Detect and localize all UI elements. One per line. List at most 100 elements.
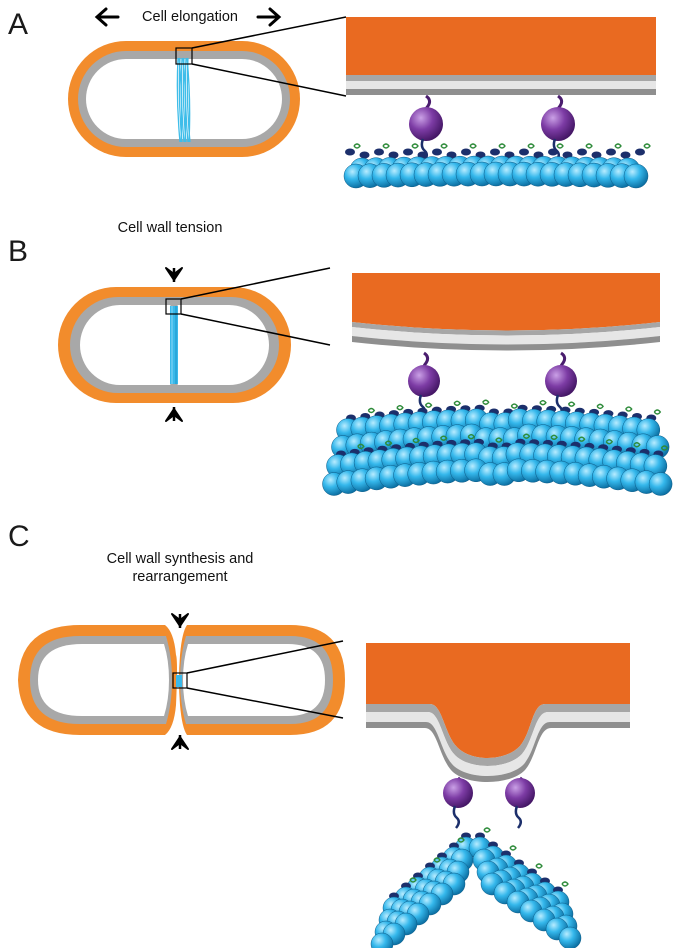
- green-accent: [605, 439, 614, 445]
- green-accent: [509, 845, 517, 851]
- filament-subunit-icon: [558, 926, 582, 948]
- motor-protein-icon: [443, 778, 473, 808]
- green-accent: [482, 399, 490, 405]
- green-accent: [596, 403, 604, 410]
- green-accent: [633, 442, 641, 448]
- panel-label-c: C: [8, 520, 30, 553]
- panel-label-b: B: [8, 235, 29, 268]
- zoom-box-b: [165, 298, 182, 315]
- linker-dot: [359, 151, 370, 159]
- filament-subunit-icon: [623, 163, 649, 189]
- caption-b: Cell wall tension: [117, 220, 223, 236]
- green-accent: [556, 143, 564, 149]
- filament-b: [322, 399, 673, 496]
- filament-a: [343, 143, 651, 189]
- green-accent: [561, 881, 569, 887]
- green-accent: [660, 445, 669, 451]
- elongation-arrows-icon: [94, 7, 282, 27]
- zoom-box-c: [172, 672, 188, 689]
- contractile-ring-b: [170, 306, 178, 384]
- green-accent: [469, 143, 477, 149]
- green-accent: [384, 440, 393, 446]
- caption-a: Cell elongation: [142, 9, 238, 25]
- green-accent: [483, 827, 491, 833]
- green-accent: [498, 143, 506, 149]
- green-accent: [625, 406, 633, 412]
- motor-protein-icon: [505, 778, 535, 808]
- pinch-arrow-top-c-icon: [171, 613, 189, 628]
- linker-dot: [591, 151, 602, 159]
- motor-proteins-a: [409, 94, 575, 162]
- green-accent: [578, 436, 586, 442]
- green-accent: [440, 143, 448, 149]
- linker-dot: [577, 148, 587, 156]
- linker-dot: [388, 151, 399, 159]
- motor-protein-icon: [541, 107, 575, 141]
- pinch-arrow-top-icon: [165, 267, 183, 282]
- green-accent: [522, 433, 531, 439]
- green-accent: [409, 877, 417, 883]
- zoom-lines-c: [186, 640, 344, 719]
- green-accent: [453, 400, 461, 407]
- green-accent: [367, 407, 376, 414]
- green-accent: [539, 400, 547, 406]
- pinch-arrow-bottom-icon: [165, 407, 183, 422]
- linker-dot: [345, 148, 355, 156]
- cell-c: [18, 625, 345, 735]
- linker-dot: [461, 148, 471, 156]
- motor-protein-icon: [408, 365, 440, 397]
- green-accent: [412, 437, 420, 444]
- motor-protein-icon: [545, 365, 577, 397]
- motor-proteins-c: [443, 776, 535, 829]
- linker-dot: [548, 148, 558, 156]
- caption-c-line-1: Cell wall synthesis and: [106, 551, 254, 567]
- zoom-wall-b: [352, 273, 660, 351]
- motor-linker: [514, 805, 522, 829]
- green-accent: [467, 434, 476, 440]
- linker-dot: [635, 148, 645, 156]
- caption-c: Cell wall synthesis and rearrangement: [70, 550, 290, 586]
- linker-dot: [374, 148, 384, 156]
- caption-c-line-2: rearrangement: [132, 569, 228, 586]
- contractile-ring-c: [176, 675, 182, 687]
- green-accent: [653, 409, 662, 415]
- green-accent: [535, 863, 543, 869]
- linker-dot: [606, 148, 616, 156]
- linker-dot: [620, 151, 631, 159]
- linker-dot: [490, 148, 500, 156]
- pinch-arrow-bottom-c-icon: [171, 735, 189, 750]
- green-accent: [396, 404, 404, 411]
- linker-dot: [403, 148, 413, 156]
- zoom-lines-a: [191, 16, 347, 97]
- green-accent: [424, 402, 433, 408]
- green-accent: [353, 143, 361, 149]
- green-accent: [614, 143, 622, 149]
- green-accent: [411, 143, 419, 149]
- zoom-wall-c: [366, 643, 630, 782]
- filament-c: [370, 827, 582, 948]
- zoom-lines-b: [180, 267, 331, 346]
- green-accent: [433, 857, 441, 863]
- panel-a: [68, 7, 656, 189]
- panel-b: [58, 267, 673, 496]
- zoom-wall-a: [346, 17, 656, 95]
- motor-protein-icon: [409, 107, 443, 141]
- green-accent: [457, 837, 465, 843]
- motor-linker: [420, 138, 428, 162]
- green-accent: [510, 403, 519, 409]
- cell-b: [58, 287, 291, 403]
- linker-dot: [519, 148, 529, 156]
- green-accent: [357, 443, 365, 450]
- panel-c: [18, 613, 630, 948]
- panel-label-a: A: [8, 8, 29, 41]
- green-accent: [440, 435, 448, 441]
- filament-subunit-icon: [370, 932, 394, 948]
- green-accent: [527, 143, 535, 149]
- linker-dot: [432, 148, 442, 156]
- motor-linker: [452, 805, 460, 829]
- green-accent: [382, 143, 390, 149]
- green-accent: [495, 437, 503, 443]
- contractile-ring-a: [176, 57, 191, 143]
- green-accent: [643, 143, 651, 149]
